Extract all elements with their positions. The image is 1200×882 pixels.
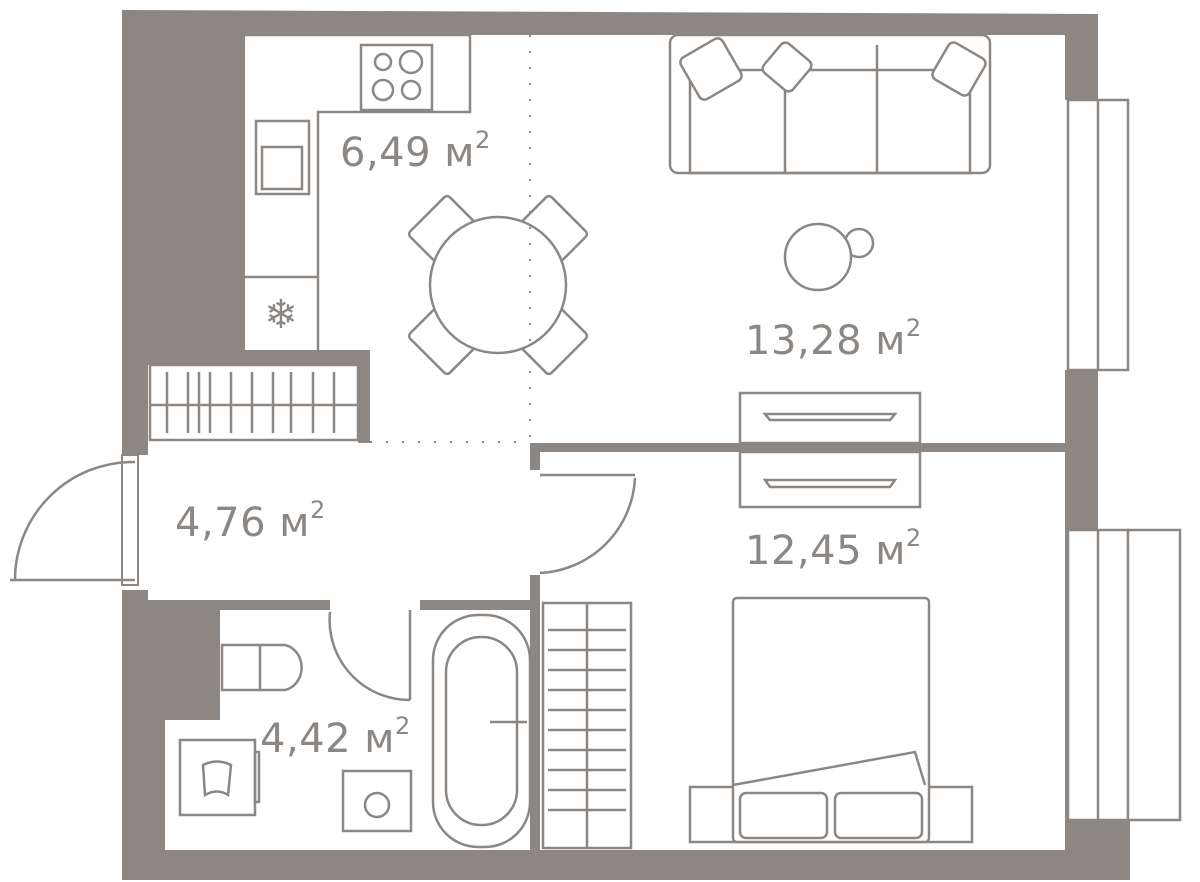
room-area-kitchen: 6,49 м2 — [340, 126, 491, 176]
bathtub-icon — [431, 613, 532, 849]
bedroom-furniture — [541, 596, 974, 850]
room-area-bathroom: 4,42 м2 — [260, 712, 411, 762]
sofa-icon — [668, 33, 992, 175]
doors — [10, 454, 637, 702]
fridge-snowflake-icon: ❄ — [264, 292, 298, 338]
dining-table — [407, 194, 589, 376]
zone-dividers — [370, 35, 531, 443]
bathroom-fixtures — [178, 613, 532, 849]
windows — [1066, 98, 1182, 822]
coffee-table-icon — [783, 222, 875, 292]
stove-icon — [359, 43, 434, 112]
room-area-bedroom: 12,45 м2 — [745, 524, 922, 574]
washing-machine-icon — [178, 738, 257, 817]
sink-icon — [254, 119, 311, 196]
toilet-icon — [220, 643, 303, 692]
tv-cabinets — [738, 391, 922, 509]
room-area-hallway: 4,76 м2 — [175, 496, 326, 546]
sink-icon — [341, 769, 413, 833]
room-area-living-room: 13,28 м2 — [745, 314, 922, 364]
wardrobe-icon — [148, 363, 360, 442]
kitchen-furniture: ❄ — [148, 33, 472, 442]
bed-icon — [731, 596, 931, 844]
